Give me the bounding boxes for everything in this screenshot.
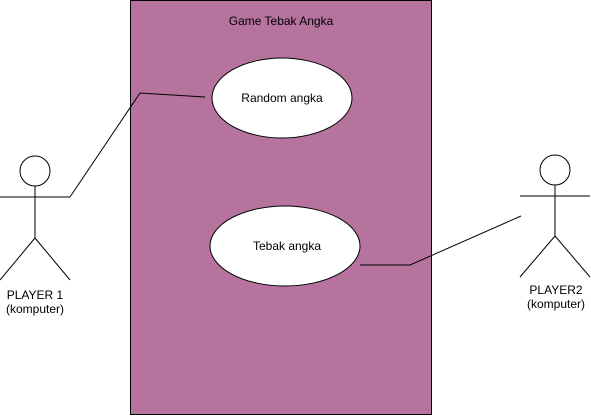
actor-player2-head (539, 154, 571, 186)
actor-player2-subtitle: (komputer) (526, 297, 585, 311)
actor-player2-name: PLAYER2 (529, 283, 583, 297)
actor-player2[interactable] (519, 154, 591, 278)
actor-player2-right-leg (554, 235, 591, 278)
actor-player1-subtitle: (komputer) (5, 302, 64, 316)
actor-player1[interactable] (0, 155, 71, 281)
use-case-random-angka[interactable] (211, 57, 353, 139)
actor-player1-left-leg (0, 237, 36, 281)
association-line-player1-random[interactable] (69, 92, 206, 198)
actor-player1-right-leg (34, 237, 71, 281)
actor-player1-name: PLAYER 1 (6, 288, 64, 302)
system-title: Game Tebak Angka (228, 14, 334, 28)
association-line-player2-tebak[interactable] (360, 215, 522, 266)
use-case-tebak-label: Tebak angka (252, 239, 322, 253)
actor-player2-label: PLAYER2 (komputer) (506, 283, 591, 311)
use-case-random-label: Random angka (241, 91, 323, 105)
actor-player1-label: PLAYER 1 (komputer) (0, 288, 85, 316)
use-case-tebak-angka[interactable] (209, 205, 361, 287)
actor-player2-left-leg (519, 235, 556, 278)
actor-player1-head (19, 155, 51, 187)
